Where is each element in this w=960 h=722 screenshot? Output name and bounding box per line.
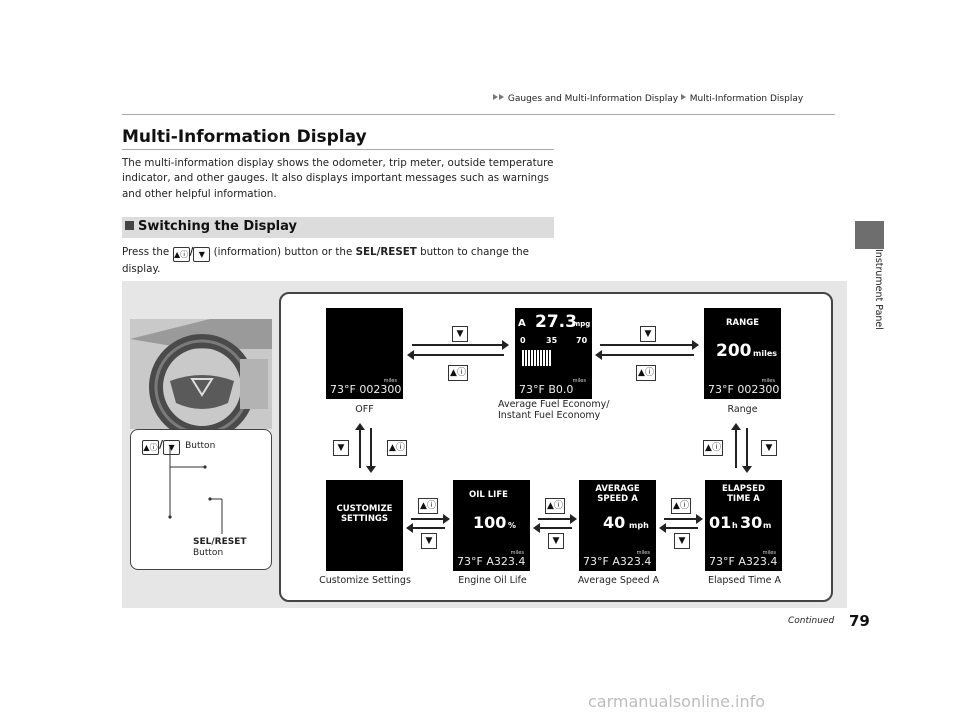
breadcrumb-arrow-icon: [680, 94, 686, 100]
label-average-speed: Average Speed A: [577, 575, 660, 586]
breadcrumb-arrow-icon: [499, 94, 504, 100]
down-button-icon: ▼: [674, 533, 690, 549]
down-button-icon: ▼: [640, 326, 656, 342]
down-button-icon: ▼: [163, 440, 181, 455]
screen-oil-life: OIL LIFE 100 % miles 73°F A323.4: [453, 480, 530, 571]
info-button-icon: ▲ⓘ: [703, 440, 723, 456]
screen-customize: CUSTOMIZE SETTINGS: [326, 480, 403, 571]
label-off: OFF: [355, 404, 374, 415]
header-rule: [122, 114, 835, 115]
label-customize: Customize Settings: [319, 575, 411, 586]
arrow-left-icon: [406, 523, 445, 533]
section-title: Switching the Display: [125, 219, 297, 234]
page-title: Multi-Information Display: [122, 127, 367, 147]
arrow-right-icon: [412, 340, 509, 350]
arrow-left-icon: [533, 523, 572, 533]
arrow-down-icon: [742, 428, 752, 473]
arrow-right-icon: [664, 514, 703, 524]
side-tab-marker: [855, 221, 884, 249]
down-button-icon: ▼: [333, 440, 349, 456]
section-bar: [122, 217, 554, 238]
breadcrumb-part1[interactable]: Gauges and Multi-Information Display: [507, 94, 679, 104]
label-oil-life: Engine Oil Life: [458, 575, 527, 586]
instruction-paragraph: Press the ▲ⓘ/▼ (information) button or t…: [122, 246, 529, 275]
info-button-icon: ▲ⓘ: [448, 365, 468, 381]
arrow-down-icon: [366, 428, 376, 473]
arrow-right-icon: [538, 514, 577, 524]
arrow-left-icon: [595, 350, 694, 360]
arrow-left-icon: [659, 523, 698, 533]
callout-lines: [168, 447, 223, 534]
page-number: 79: [849, 612, 870, 630]
breadcrumb-arrow-icon: [493, 94, 498, 100]
label-elapsed-time: Elapsed Time A: [707, 575, 782, 586]
info-button-callout: Button: [185, 441, 216, 451]
info-button-icon: ▲ⓘ: [671, 498, 691, 514]
watermark: carmanualsonline.info: [588, 692, 766, 711]
screen-range: RANGE 200 miles miles 73°F 002300: [704, 308, 781, 399]
side-tab-label: Instrument Panel: [873, 249, 884, 330]
screen-average-speed: AVERAGE SPEED A 40 mph miles 73°F A323.4: [579, 480, 656, 571]
down-button-icon: ▼: [548, 533, 564, 549]
callout-keys: ▲ⓘ/▼ Button: [142, 433, 215, 455]
down-button-icon: ▼: [452, 326, 468, 342]
arrow-left-icon: [407, 350, 504, 360]
sel-reset-name: SEL/RESET: [355, 246, 417, 258]
arrow-up-icon: [731, 423, 741, 468]
breadcrumb-part2[interactable]: Multi-Information Display: [689, 94, 804, 104]
arrow-right-icon: [411, 514, 450, 524]
screen-elapsed-time: ELAPSED TIME A 01 h 30 m miles 73°F A323…: [705, 480, 782, 571]
arrow-up-icon: [355, 423, 365, 468]
info-button-icon: ▲ⓘ: [418, 498, 438, 514]
info-button-icon: ▲ⓘ: [636, 365, 656, 381]
arrow-right-icon: [600, 340, 699, 350]
info-button-icon: ▲ⓘ: [387, 440, 407, 456]
info-button-icon: ▲ⓘ: [142, 440, 159, 455]
down-button-icon: ▼: [193, 247, 211, 262]
label-range: Range: [727, 404, 758, 415]
continued-label: Continued: [788, 616, 835, 626]
intro-paragraph: The multi-information display shows the …: [122, 157, 554, 200]
down-button-icon: ▼: [761, 440, 777, 456]
down-button-icon: ▼: [421, 533, 437, 549]
square-bullet-icon: [125, 221, 134, 230]
info-button-icon: ▲ⓘ: [545, 498, 565, 514]
screen-off: miles 73°F 002300: [326, 308, 403, 399]
breadcrumb: Gauges and Multi-Information Display Mul…: [493, 94, 803, 104]
title-rule: [122, 149, 554, 150]
fuel-bar-graph: [522, 350, 552, 366]
info-button-icon: ▲ⓘ: [172, 247, 190, 262]
label-fuel-economy: Average Fuel Economy/Instant Fuel Econom…: [498, 399, 610, 421]
steering-wheel-illustration: [130, 319, 272, 429]
screen-fuel-economy: A 27.3 mpg 0 35 70 miles 73°F B0.0: [515, 308, 592, 399]
